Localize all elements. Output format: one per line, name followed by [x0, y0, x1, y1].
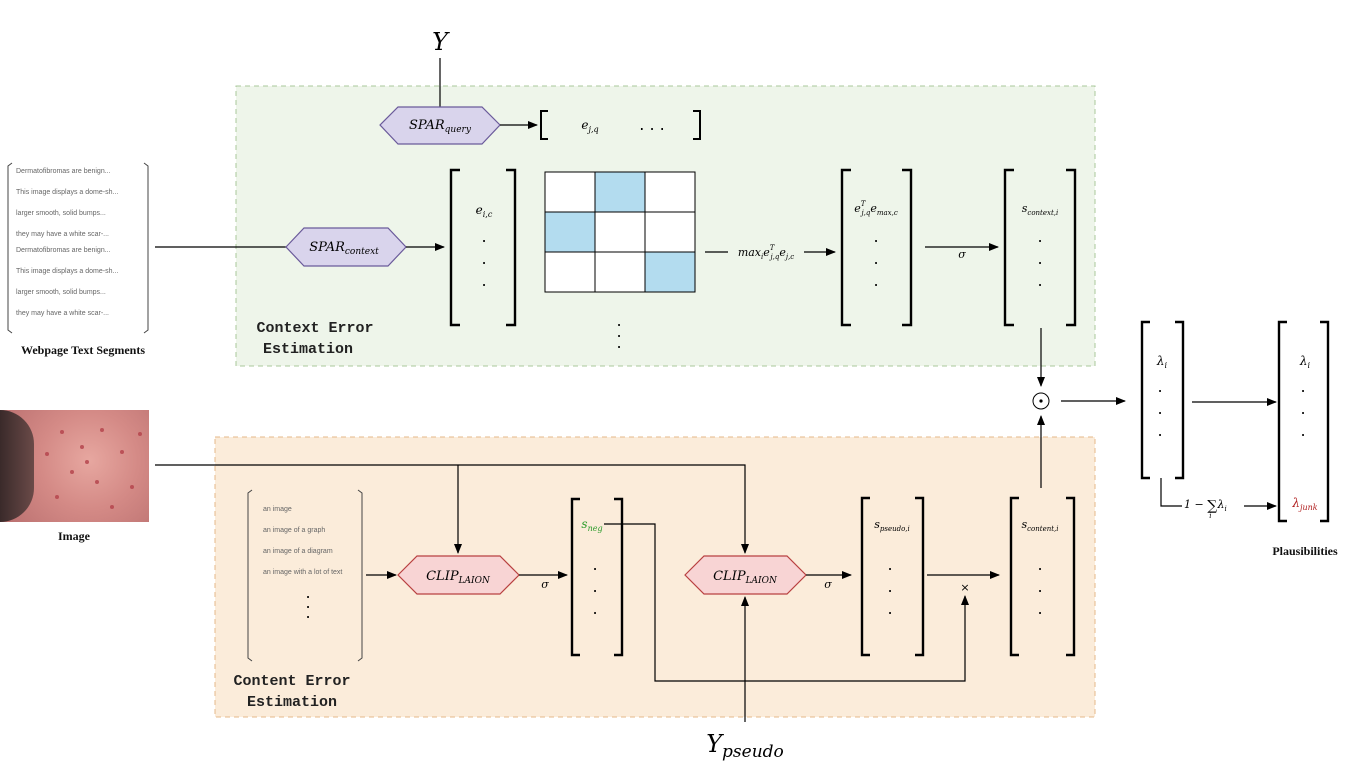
svg-text:.: . — [616, 322, 621, 341]
svg-text:.: . — [873, 271, 878, 290]
svg-text:.: . — [1037, 227, 1042, 246]
svg-text:.: . — [1300, 421, 1305, 440]
svg-text:.: . — [1157, 377, 1162, 396]
web-segments-label: Webpage Text Segments — [21, 343, 145, 357]
svg-text:.: . — [592, 577, 597, 596]
svg-text:.: . — [1157, 399, 1162, 418]
svg-text:.: . — [1037, 599, 1042, 618]
plausibility-junk: λjunk — [1291, 496, 1317, 512]
content-section-label-2: Estimation — [247, 694, 337, 711]
prompt-item: an image — [263, 506, 292, 513]
web-segment: larger smooth, solid bumps... — [16, 289, 106, 296]
web-segment: they may have a white scar-... — [16, 231, 109, 238]
svg-text:.: . — [481, 249, 486, 268]
svg-text:.: . — [1037, 577, 1042, 596]
junk-expression: 1 − ∑iλi — [1184, 498, 1227, 520]
svg-text:.: . — [616, 333, 621, 352]
plausibilities-label: Plausibilities — [1272, 544, 1338, 558]
svg-text:.: . — [481, 271, 486, 290]
svg-text:.: . — [481, 227, 486, 246]
prompt-item: an image of a graph — [263, 527, 325, 534]
skin-photo — [0, 410, 149, 522]
web-segment: larger smooth, solid bumps... — [16, 210, 106, 217]
similarity-matrix — [544, 171, 696, 293]
svg-text:.: . — [887, 555, 892, 574]
svg-text:.: . — [1037, 271, 1042, 290]
svg-text:.: . — [1037, 555, 1042, 574]
svg-text:.: . — [1157, 421, 1162, 440]
query-vector-dots: . . . — [639, 115, 664, 134]
svg-text:.: . — [887, 577, 892, 596]
times-symbol: × — [960, 581, 969, 594]
sigma-context: σ — [958, 248, 966, 261]
svg-text:.: . — [1037, 249, 1042, 268]
prompt-list: an image an image of a graph an image of… — [263, 506, 342, 576]
sigma-right: σ — [824, 578, 832, 591]
y-label: Y — [432, 28, 450, 56]
svg-text:.: . — [873, 249, 878, 268]
content-section-label-1: Content Error — [233, 673, 350, 690]
svg-text:.: . — [1300, 377, 1305, 396]
svg-text:.: . — [616, 311, 621, 330]
plausibility-lambda: λi — [1299, 354, 1311, 370]
svg-text:.: . — [305, 583, 310, 602]
sigma-left: σ — [541, 578, 549, 591]
y-pseudo-label: Ypseudo — [706, 730, 784, 762]
image-label: Image — [58, 529, 91, 543]
web-segment: they may have a white scar-... — [16, 310, 109, 317]
lambda-entry: λi — [1156, 354, 1168, 370]
svg-text:.: . — [592, 555, 597, 574]
web-segment: Dermatofibromas are benign... — [16, 168, 111, 175]
context-section-label-2: Estimation — [263, 341, 353, 358]
prompt-item: an image with a lot of text — [263, 569, 342, 576]
web-segment: Dermatofibromas are benign... — [16, 247, 111, 254]
svg-text:.: . — [887, 599, 892, 618]
svg-text:.: . — [592, 599, 597, 618]
web-segment: This image displays a dome-sh... — [16, 268, 118, 275]
svg-text:.: . — [305, 593, 310, 612]
svg-text:.: . — [1300, 399, 1305, 418]
svg-text:.: . — [873, 227, 878, 246]
context-section-label-1: Context Error — [256, 320, 373, 337]
web-segment: This image displays a dome-sh... — [16, 189, 118, 196]
web-segment-list: Dermatofibromas are benign... This image… — [16, 168, 118, 317]
svg-text:.: . — [305, 603, 310, 622]
prompt-item: an image of a diagram — [263, 548, 333, 555]
